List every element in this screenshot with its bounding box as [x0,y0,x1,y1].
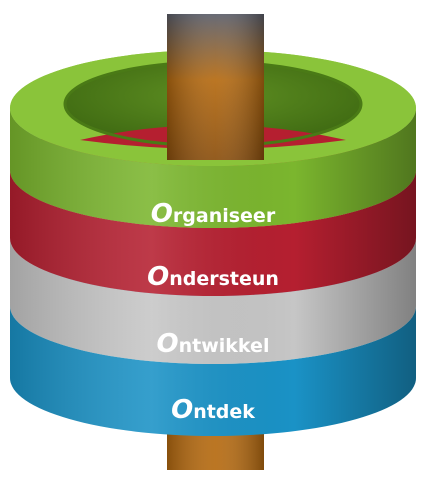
gray-layer-shade [10,238,416,364]
green-layer-label: Organiseer [151,199,276,229]
blue-layer-shade [10,306,416,436]
gray-layer-label: Ontwikkel [157,329,270,359]
red-layer-label: Ondersteun [147,262,279,292]
red-layer-shade [10,170,416,296]
pole-top-shade [167,14,264,160]
blue-layer-label: Ontdek [171,395,255,425]
layer-labels: Ontdek Ontwikkel Ondersteun Organiseer [147,199,279,425]
green-layer-shade [10,108,416,228]
